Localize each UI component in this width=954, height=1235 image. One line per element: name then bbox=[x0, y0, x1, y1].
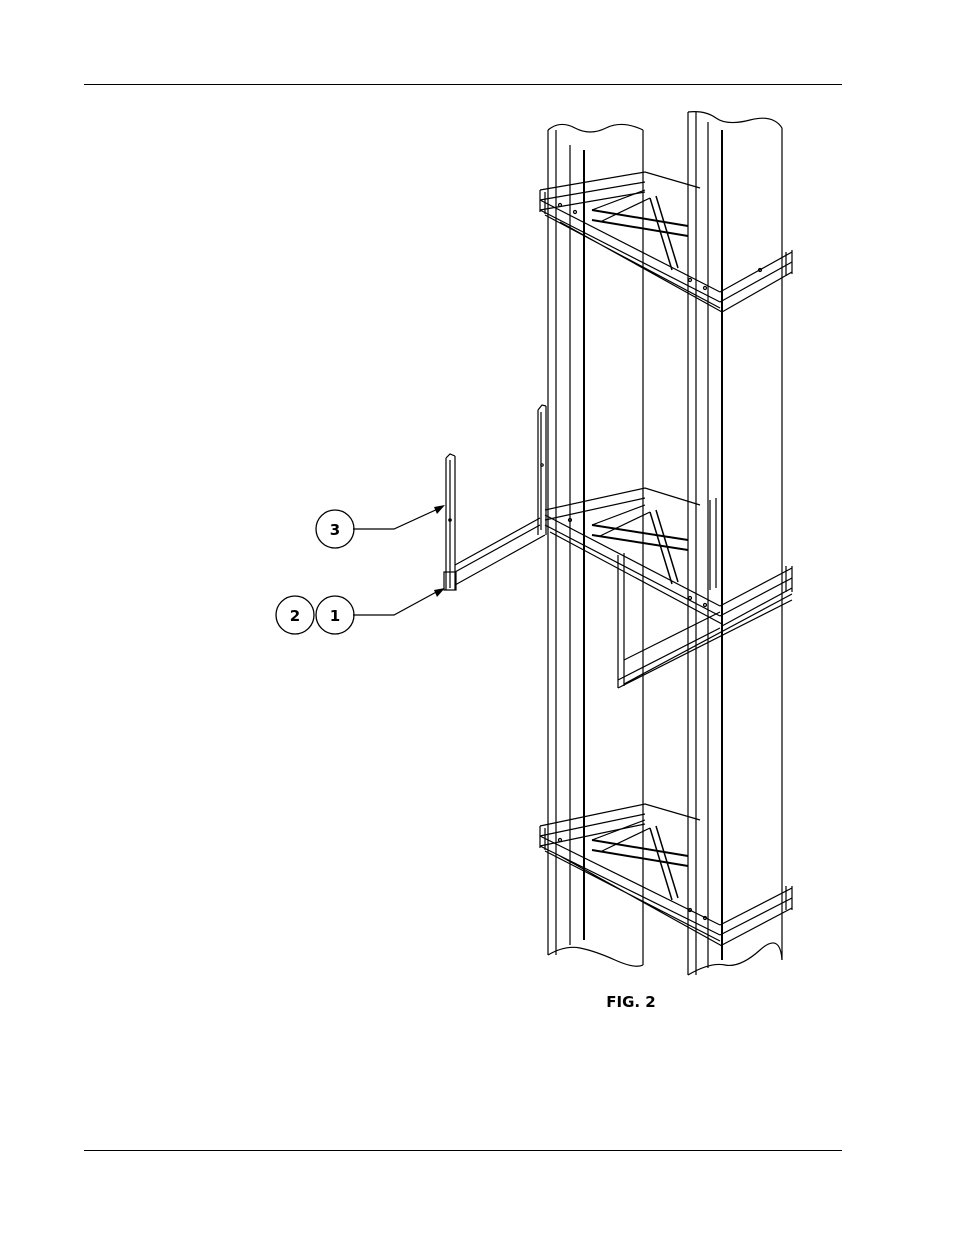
leader-arrowhead bbox=[434, 588, 445, 597]
right-column bbox=[688, 112, 782, 975]
leader-arrowhead bbox=[434, 505, 445, 514]
callout-2-label: 2 bbox=[290, 607, 300, 625]
mounted-panel bbox=[618, 498, 792, 688]
footer-rule bbox=[84, 1150, 842, 1151]
bracing-frame-top bbox=[540, 172, 792, 312]
bracing-frame-middle bbox=[545, 488, 792, 626]
figure-caption: FIG. 2 bbox=[586, 993, 676, 1011]
bracing-frame-bottom bbox=[540, 804, 792, 946]
standoff-bracket bbox=[444, 405, 546, 590]
callout-3-label: 3 bbox=[330, 521, 340, 539]
callout-1-label: 1 bbox=[330, 607, 340, 625]
leader-lines bbox=[353, 508, 440, 615]
